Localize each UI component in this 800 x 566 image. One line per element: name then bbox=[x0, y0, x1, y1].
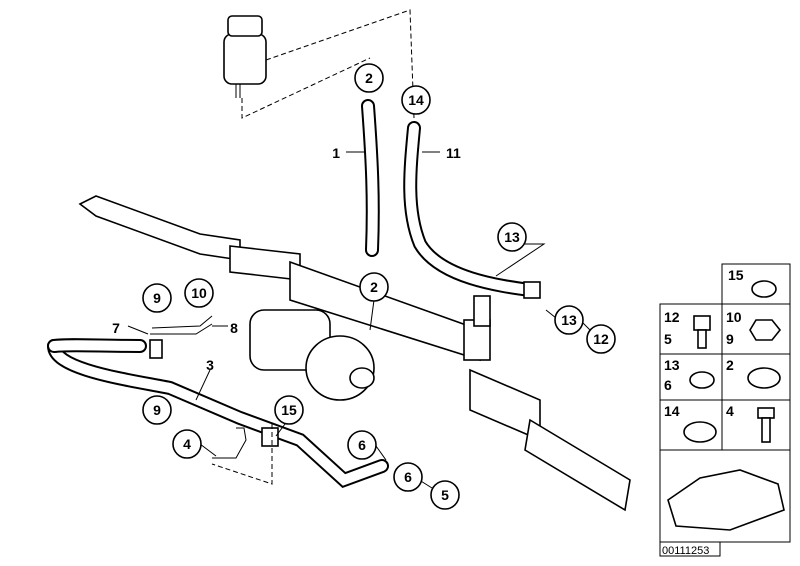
callout-2a: 2 bbox=[354, 63, 384, 93]
callout-15: 15 bbox=[274, 395, 304, 425]
callout-1: 1 bbox=[332, 145, 340, 161]
svg-text:15: 15 bbox=[728, 267, 744, 283]
return-hose bbox=[403, 121, 541, 299]
svg-text:14: 14 bbox=[664, 403, 680, 419]
car-silhouette-icon bbox=[667, 469, 785, 531]
svg-text:2: 2 bbox=[365, 70, 373, 86]
bolt-icon bbox=[757, 407, 775, 443]
svg-text:10: 10 bbox=[726, 309, 742, 325]
diagram-id: 00111253 bbox=[662, 545, 709, 557]
pressure-line bbox=[47, 338, 389, 489]
svg-text:8: 8 bbox=[230, 320, 238, 336]
svg-text:5: 5 bbox=[441, 487, 449, 503]
svg-text:13: 13 bbox=[664, 357, 680, 373]
svg-text:6: 6 bbox=[358, 437, 366, 453]
banjo-bolt-icon bbox=[693, 315, 711, 349]
svg-text:11: 11 bbox=[446, 145, 461, 161]
svg-text:7: 7 bbox=[112, 320, 120, 336]
svg-text:9: 9 bbox=[726, 331, 734, 347]
svg-text:1: 1 bbox=[332, 145, 340, 161]
svg-text:12: 12 bbox=[593, 331, 609, 347]
svg-text:6: 6 bbox=[404, 469, 412, 485]
callout-13a: 13 bbox=[497, 222, 527, 252]
svg-text:9: 9 bbox=[153, 290, 161, 306]
svg-text:4: 4 bbox=[726, 403, 734, 419]
callout-6a: 6 bbox=[347, 430, 377, 460]
support-bracket bbox=[212, 427, 247, 459]
svg-text:2: 2 bbox=[726, 357, 734, 373]
svg-text:10: 10 bbox=[191, 285, 207, 301]
svg-text:5: 5 bbox=[664, 331, 672, 347]
svg-text:13: 13 bbox=[504, 229, 520, 245]
seal-ring-icon bbox=[751, 280, 777, 298]
feed-hose bbox=[361, 99, 380, 257]
callout-13b: 13 bbox=[554, 305, 584, 335]
svg-text:13: 13 bbox=[561, 312, 577, 328]
bracket-assembly bbox=[149, 315, 213, 359]
callout-9a: 9 bbox=[142, 283, 172, 313]
callout-8: 8 bbox=[230, 320, 238, 336]
callout-10: 10 bbox=[184, 278, 214, 308]
callout-12: 12 bbox=[586, 324, 616, 354]
svg-text:14: 14 bbox=[408, 92, 424, 108]
svg-text:2: 2 bbox=[370, 279, 378, 295]
nut-icon bbox=[749, 319, 782, 341]
callout-3: 3 bbox=[206, 357, 214, 373]
svg-text:6: 6 bbox=[664, 377, 672, 393]
callout-5: 5 bbox=[430, 480, 460, 510]
seal-ring-icon bbox=[689, 371, 715, 389]
steering-rack bbox=[78, 195, 631, 512]
svg-text:4: 4 bbox=[183, 436, 191, 452]
callout-6b: 6 bbox=[393, 462, 423, 492]
hose-clamp-icon bbox=[747, 367, 781, 389]
svg-text:9: 9 bbox=[153, 402, 161, 418]
callout-2b: 2 bbox=[359, 272, 389, 302]
electric-pump-unit bbox=[249, 309, 375, 401]
callout-11: 11 bbox=[446, 145, 461, 161]
callout-4: 4 bbox=[172, 429, 202, 459]
callout-14: 14 bbox=[401, 85, 431, 115]
svg-text:3: 3 bbox=[206, 357, 214, 373]
callout-7: 7 bbox=[112, 320, 120, 336]
hose-clamp-icon bbox=[683, 421, 717, 443]
fluid-reservoir bbox=[223, 15, 267, 98]
callout-9b: 9 bbox=[142, 395, 172, 425]
svg-text:12: 12 bbox=[664, 309, 680, 325]
svg-text:15: 15 bbox=[281, 402, 297, 418]
